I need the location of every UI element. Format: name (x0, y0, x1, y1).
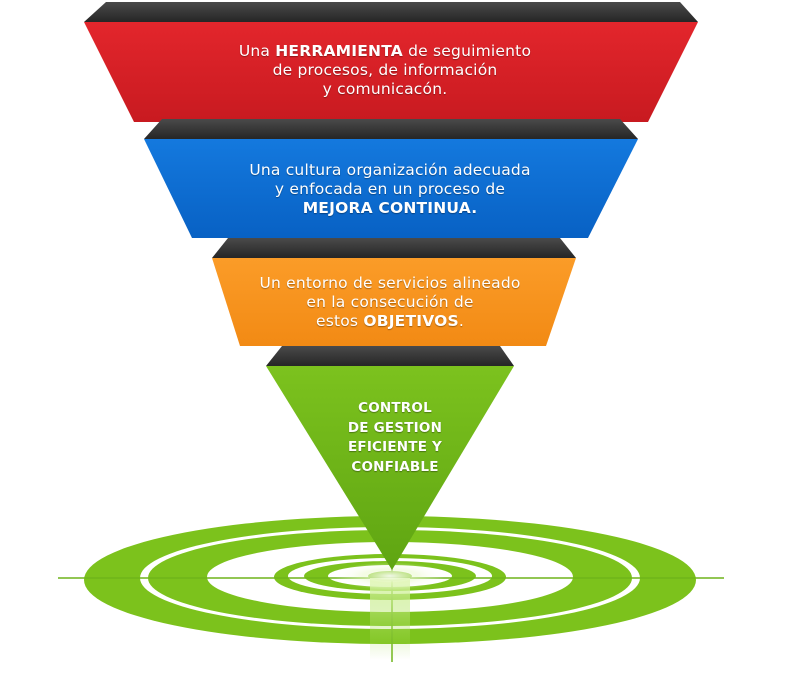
tier-4-line-3-pre: EFICIENTE Y (347, 439, 443, 455)
tier-4-dark-top (266, 346, 514, 366)
tier-1-line-2-pre: de procesos, de información (272, 61, 498, 79)
tier-4-line-2: DE GESTION (300, 419, 490, 439)
tier-1-line-1: Una HERRAMIENTA de seguimiento (140, 42, 630, 61)
tier-4-line-4-pre: CONFIABLE (351, 458, 439, 475)
target-light-beam (370, 578, 410, 660)
tier-2-line-3: MEJORA CONTINUA. (160, 199, 620, 218)
tier-4-triangle (266, 366, 514, 570)
tier-2-dark-top (144, 119, 638, 139)
tier-3-band (212, 258, 576, 346)
funnel-tier-4 (266, 346, 514, 570)
tier-2-line-1-pre: Una cultura organización adecuada (249, 161, 531, 179)
tier-3-line-3: estos OBJETIVOS. (220, 312, 560, 331)
tier-3-dark-top (212, 238, 576, 258)
tier-1-band (84, 22, 698, 122)
tier-3-line-1: Un entorno de servicios alineado (220, 274, 560, 293)
tier-3-line-3-post: . (458, 312, 465, 330)
target-rings (58, 516, 724, 662)
funnel-tier-2 (144, 119, 638, 238)
tier-3-line-3-pre: estos (315, 312, 364, 330)
tier-3-line-2: en la consecución de (220, 293, 560, 312)
tier-4-line-1: CONTROL (300, 399, 490, 419)
tier-1-line-1-pre: Una (238, 42, 276, 60)
tier-4-line-3: EFICIENTE Y (300, 438, 490, 458)
tier-3-line-3-bold: OBJETIVOS (363, 312, 459, 330)
tier-2-line-2-pre: y enfocada en un proceso de (274, 180, 506, 198)
funnel-tier-1 (84, 2, 698, 122)
tier-1-line-3: y comunicacón. (140, 80, 630, 99)
tier-4-text: CONTROL DE GESTION EFICIENTE Y CONFIABLE (300, 399, 490, 477)
tier-1-line-3-pre: y comunicacón. (322, 80, 448, 98)
tier-4-line-2-pre: DE GESTION (347, 419, 443, 436)
tier-1-line-1-bold: HERRAMIENTA (275, 42, 403, 60)
tier-1-line-2: de procesos, de información (140, 61, 630, 80)
target-glow (335, 562, 445, 590)
tier-1-dark-top (84, 2, 698, 22)
tier-4-line-4: CONFIABLE (300, 458, 490, 478)
tier-2-line-1: Una cultura organización adecuada (160, 161, 620, 180)
tier-2-line-2: y enfocada en un proceso de (160, 180, 620, 199)
tier-2-band (144, 139, 638, 238)
tier-3-line-2-pre: en la consecución de (306, 293, 474, 311)
tier-1-line-1-post: de seguimiento (403, 42, 532, 60)
tier-4-line-1-pre: CONTROL (358, 400, 432, 416)
tier-2-line-3-bold: MEJORA CONTINUA. (302, 199, 478, 217)
funnel-tier-3 (212, 238, 576, 346)
tier-3-line-1-pre: Un entorno de servicios alineado (259, 274, 521, 292)
